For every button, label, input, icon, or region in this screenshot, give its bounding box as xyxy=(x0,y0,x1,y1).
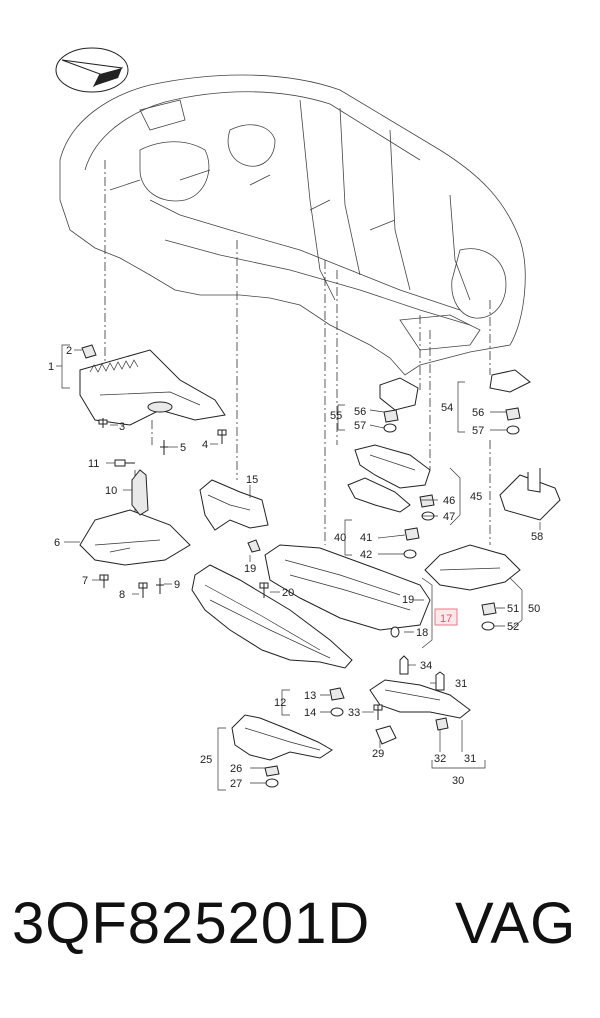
label-40: 40 xyxy=(334,532,346,544)
part-40-bracket xyxy=(347,477,420,559)
label-56-left: 56 xyxy=(354,406,366,418)
label-51: 51 xyxy=(507,603,519,615)
part-center-floor-shield xyxy=(264,544,431,631)
label-14: 14 xyxy=(304,707,316,719)
brand-name: VAG xyxy=(455,891,577,956)
label-1: 1 xyxy=(48,361,54,373)
part-number: 3QF825201D xyxy=(12,891,371,956)
label-4: 4 xyxy=(202,439,208,451)
part-labels: 1 2 3 4 5 11 10 6 7 8 9 15 19 20 19 17 1… xyxy=(48,345,543,790)
part-15-heat-shield xyxy=(199,479,269,531)
label-57-left: 57 xyxy=(354,420,366,432)
label-19-right: 19 xyxy=(402,594,414,606)
label-42: 42 xyxy=(360,549,372,561)
label-10: 10 xyxy=(105,485,117,497)
label-20: 20 xyxy=(282,587,294,599)
label-32: 32 xyxy=(434,753,446,765)
part-30-rear-shield xyxy=(369,655,471,745)
label-31-bottom: 31 xyxy=(464,753,476,765)
alignment-lines xyxy=(104,160,491,545)
label-50: 50 xyxy=(528,603,540,615)
label-56-right: 56 xyxy=(472,407,484,419)
part-12-tunnel-shield xyxy=(191,564,353,669)
parts-55-56-57-bracket xyxy=(379,377,419,433)
part-25-rear-shield xyxy=(231,714,333,788)
part-50-rear-shield xyxy=(424,544,521,631)
label-7: 7 xyxy=(82,575,88,587)
part-10-bracket xyxy=(131,469,149,516)
label-9: 9 xyxy=(174,579,180,591)
label-46: 46 xyxy=(443,495,455,507)
label-5: 5 xyxy=(180,442,186,454)
highlight-box-part-17 xyxy=(434,608,458,626)
label-27: 27 xyxy=(230,778,242,790)
label-11: 11 xyxy=(88,458,99,470)
label-34: 34 xyxy=(420,660,432,672)
parts-13-14 xyxy=(329,687,345,717)
label-17: 17 xyxy=(440,613,452,625)
part-58-mount xyxy=(499,468,561,521)
label-6: 6 xyxy=(54,537,60,549)
label-26: 26 xyxy=(230,763,242,775)
parts-54-56-57-bracket xyxy=(489,369,531,435)
part-lower-shield xyxy=(79,509,191,566)
label-52: 52 xyxy=(507,621,519,633)
label-8: 8 xyxy=(119,589,125,601)
label-15: 15 xyxy=(246,474,258,486)
leader-lines xyxy=(56,344,541,791)
label-57-right: 57 xyxy=(472,425,484,437)
label-19-left: 19 xyxy=(244,563,256,575)
part-45-exhaust-shield xyxy=(354,444,435,521)
label-41: 41 xyxy=(360,532,372,544)
label-25: 25 xyxy=(200,754,212,766)
label-58: 58 xyxy=(531,531,543,543)
bolt-fasteners-3-4-5 xyxy=(98,418,227,455)
label-47: 47 xyxy=(443,511,455,523)
label-45: 45 xyxy=(470,491,482,503)
fasteners-7-8-9 xyxy=(99,574,164,598)
part-2-clip xyxy=(81,344,97,359)
label-18: 18 xyxy=(416,627,428,639)
label-33: 33 xyxy=(348,707,360,719)
label-31-top: 31 xyxy=(455,678,467,690)
part-11-bolt xyxy=(114,459,135,467)
label-3: 3 xyxy=(119,421,125,433)
label-29: 29 xyxy=(372,748,384,760)
footer: 3QF825201D VAG xyxy=(0,890,600,980)
parts-19-20 xyxy=(247,539,269,598)
label-2: 2 xyxy=(66,345,72,357)
label-30: 30 xyxy=(452,775,464,787)
label-54: 54 xyxy=(441,402,453,414)
part-18-clip xyxy=(390,626,400,638)
part-front-engine-shield xyxy=(79,349,226,426)
exploded-parts-diagram: 1 2 3 4 5 11 10 6 7 8 9 15 19 20 19 17 1… xyxy=(48,47,561,791)
label-55: 55 xyxy=(330,410,342,422)
label-13: 13 xyxy=(304,690,316,702)
label-12: 12 xyxy=(274,697,286,709)
direction-arrow-icon xyxy=(55,47,129,93)
car-body-outline xyxy=(59,74,526,376)
